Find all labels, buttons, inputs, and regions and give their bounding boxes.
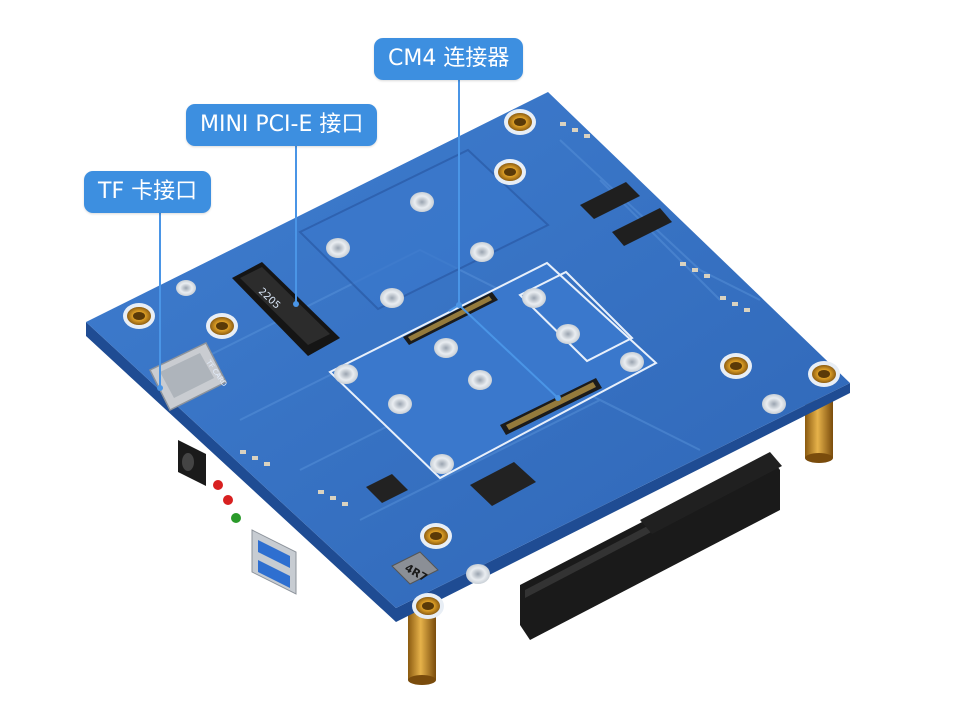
pcb-edge bbox=[86, 322, 850, 622]
idc-header bbox=[640, 452, 782, 534]
callout-leader-ends bbox=[157, 301, 561, 401]
callout-leaders bbox=[159, 80, 559, 399]
mini-pcie-callout: MINI PCI-E 接口 bbox=[186, 104, 378, 146]
brass-standoffs bbox=[408, 400, 833, 685]
ic-chips bbox=[366, 182, 672, 506]
mini-pcie-slot: 2205 bbox=[232, 262, 340, 356]
audio-jack bbox=[178, 440, 206, 486]
cm4-connector-1 bbox=[403, 292, 498, 345]
smd-components bbox=[240, 122, 750, 506]
cm4-connector-2 bbox=[500, 378, 602, 435]
cm4-outline bbox=[328, 261, 658, 480]
cm4-connector-callout: CM4 连接器 bbox=[374, 38, 524, 80]
silver-holes bbox=[176, 192, 786, 584]
tf-card-callout: TF 卡接口 bbox=[84, 171, 212, 213]
upper-panel-outline bbox=[298, 148, 550, 311]
tf-card-slot: TF CARD bbox=[148, 342, 228, 412]
inductor: 4R7 bbox=[391, 551, 439, 585]
usb-ports bbox=[251, 529, 297, 595]
mounting-pads bbox=[123, 109, 840, 619]
status-leds bbox=[213, 480, 241, 523]
